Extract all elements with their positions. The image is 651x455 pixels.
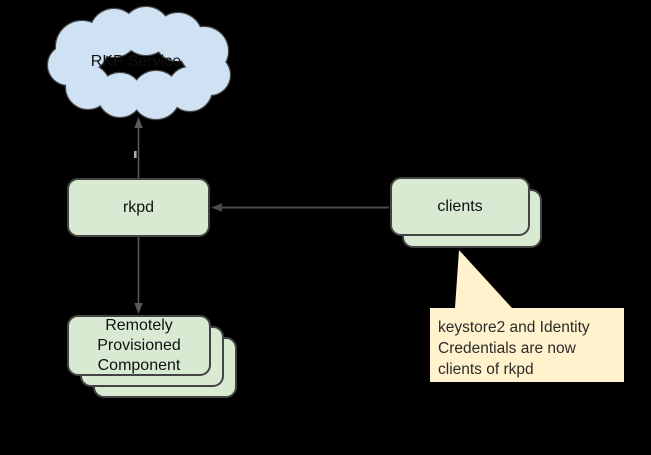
rkpd-label: rkpd: [122, 198, 155, 216]
arrow-rkpd-to-rkp-service: [134, 117, 143, 178]
arrow-clients-to-rkpd: [211, 203, 389, 212]
node-rkpd: rkpd: [67, 178, 210, 237]
rkp-service-label: RKP Service: [90, 53, 182, 70]
node-rkp-service: RKP Service: [42, 5, 238, 123]
node-rpc: Remotely Provisioned Component: [67, 315, 211, 376]
rpc-label: Remotely Provisioned Component: [97, 316, 181, 374]
callout-text: keystore2 and Identity Credentials are n…: [438, 319, 590, 378]
clients-label: clients: [437, 197, 483, 215]
node-clients: clients: [390, 177, 530, 236]
arrow-rkpd-to-rpc: [134, 237, 143, 314]
cloud-icon: [46, 5, 232, 121]
line-midpoint-tick: [134, 151, 137, 158]
